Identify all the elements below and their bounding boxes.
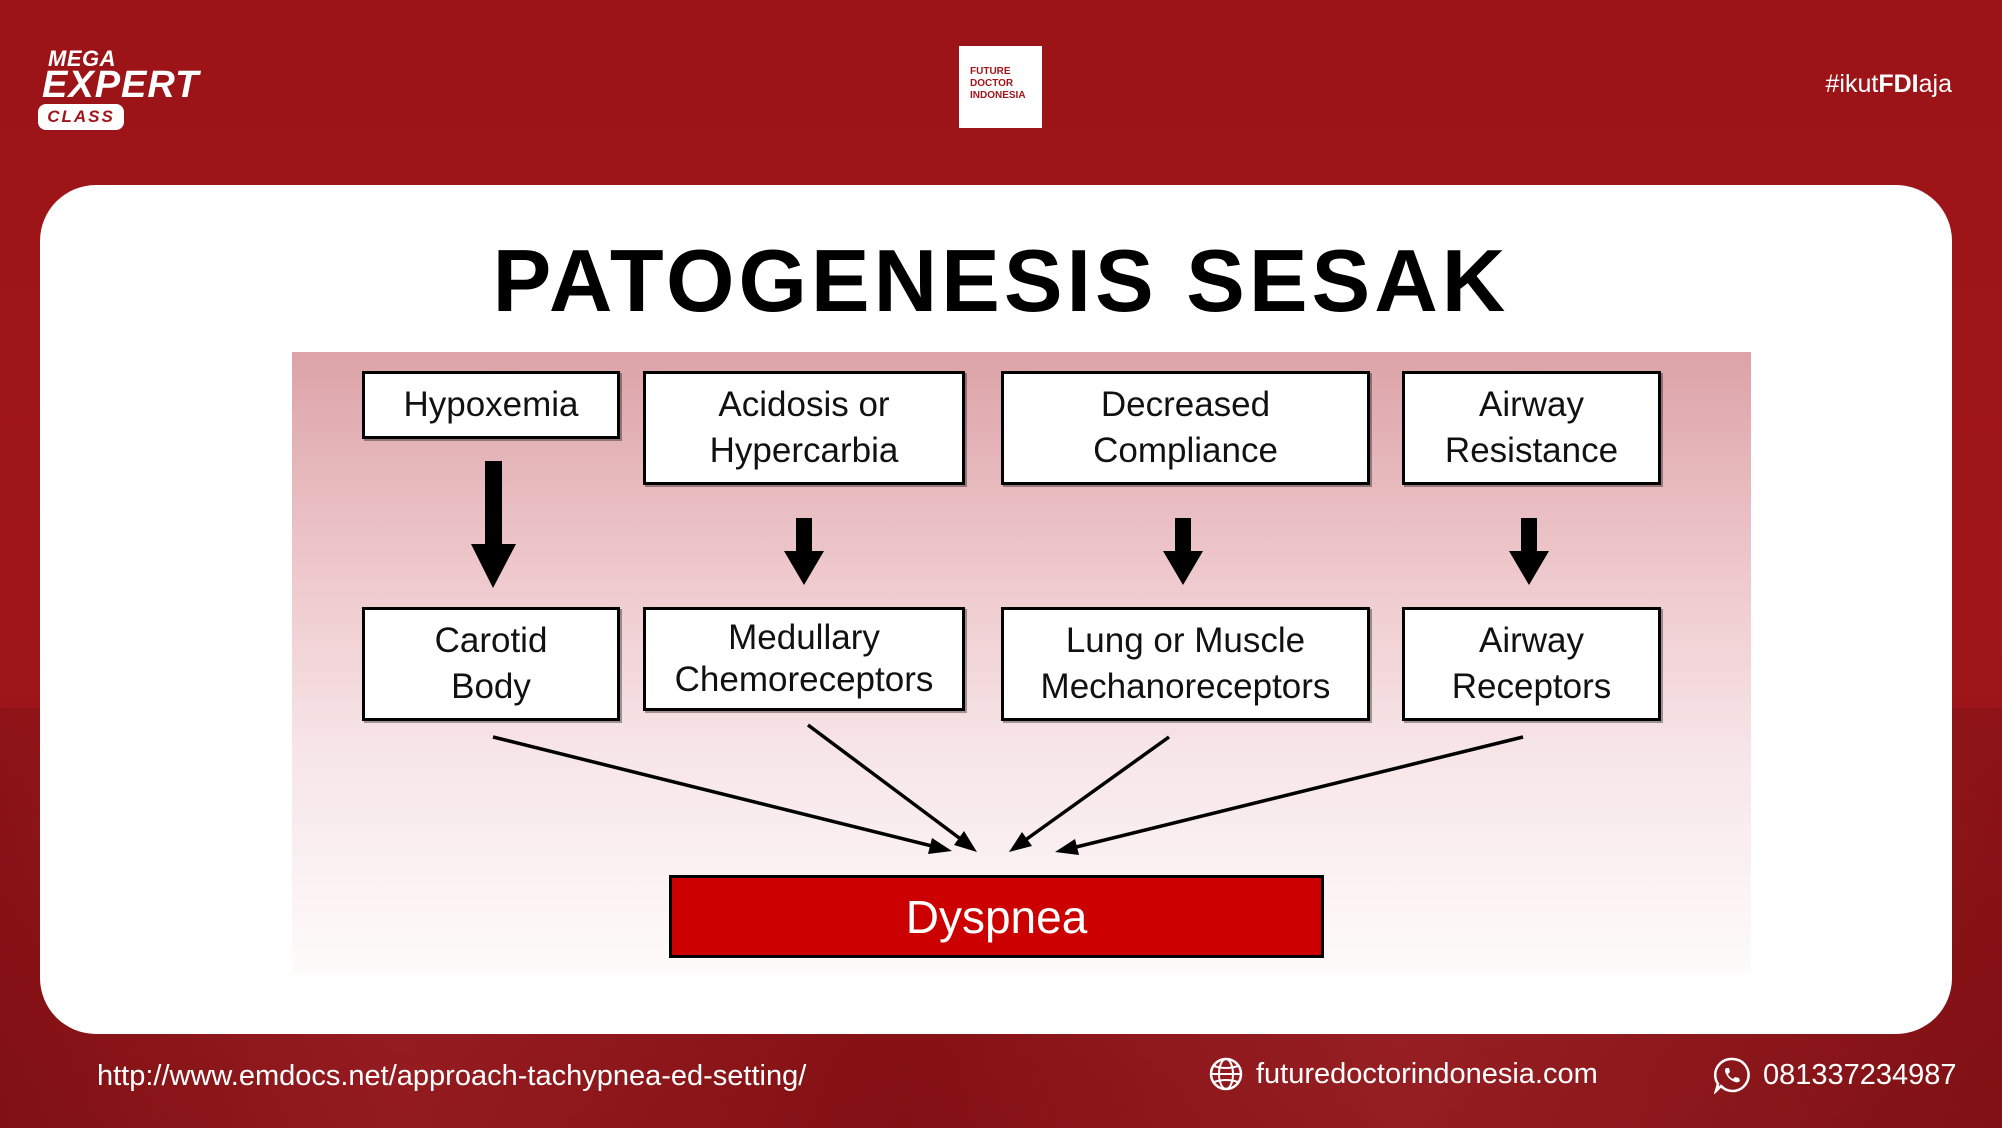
hashtag-prefix: #ikut <box>1825 70 1879 98</box>
box-carotid-body: Carotid Body <box>362 607 620 721</box>
fdi-logo-line3: INDONESIA <box>970 90 1026 101</box>
box-resistance-line1: Airway <box>1478 385 1584 424</box>
logo-class-badge: CLASS <box>38 104 124 130</box>
website-text: futuredoctorindonesia.com <box>1256 1057 1598 1090</box>
globe-icon <box>1209 1057 1243 1091</box>
box-airway-resistance: Airway Resistance <box>1402 371 1661 485</box>
box-compliance-line1: Decreased <box>1100 385 1271 424</box>
box-carotid-line1: Carotid <box>434 621 548 660</box>
phone-contact[interactable]: 081337234987 <box>1713 1056 1957 1094</box>
box-decreased-compliance: Decreased Compliance <box>1001 371 1370 485</box>
logo-expert-text: EXPERT <box>42 64 200 106</box>
logo-mega-text: MEGA <box>48 46 116 71</box>
box-acidosis-line2: Hypercarbia <box>709 431 899 470</box>
hashtag-bold: FDI <box>1878 70 1919 98</box>
box-medullary-line2: Chemoreceptors <box>674 660 934 699</box>
box-acidosis-hypercarbia: Acidosis or Hypercarbia <box>643 371 965 485</box>
source-url-link[interactable]: http://www.emdocs.net/approach-tachypnea… <box>97 1060 807 1092</box>
future-doctor-indonesia-logo: FUTURE DOCTOR INDONESIA <box>959 46 1042 128</box>
box-acidosis-line1: Acidosis or <box>718 385 890 424</box>
dyspnea-label: Dyspnea <box>905 890 1088 943</box>
fdi-logo-line2: DOCTOR <box>970 78 1014 89</box>
box-compliance-line2: Compliance <box>1093 431 1278 470</box>
box-mechano-line1: Lung or Muscle <box>1065 621 1306 660</box>
hashtag: #ikutFDIaja <box>1826 70 1952 99</box>
mega-expert-class-logo: MEGA EXPERT CLASS <box>38 46 198 132</box>
box-resistance-line2: Resistance <box>1444 431 1619 470</box>
box-hypoxemia: Hypoxemia <box>362 371 620 439</box>
phone-number: 081337234987 <box>1763 1058 1957 1091</box>
box-hypoxemia-line1: Hypoxemia <box>403 385 579 424</box>
box-medullary-chemoreceptors: Medullary Chemoreceptors <box>643 607 965 711</box>
hashtag-suffix: aja <box>1918 70 1952 98</box>
box-receptors-line2: Receptors <box>1451 667 1612 706</box>
whatsapp-icon <box>1713 1057 1750 1094</box>
box-receptors-line1: Airway <box>1478 621 1585 660</box>
box-mechano-line2: Mechanoreceptors <box>1040 667 1331 706</box>
box-airway-receptors: Airway Receptors <box>1402 607 1661 721</box>
slide-title: PATOGENESIS SESAK <box>492 231 1510 330</box>
website-link[interactable]: futuredoctorindonesia.com <box>1208 1056 1598 1092</box>
box-medullary-line1: Medullary <box>728 618 880 657</box>
box-carotid-line2: Body <box>451 667 531 706</box>
box-dyspnea: Dyspnea <box>669 875 1324 958</box>
fdi-logo-line1: FUTURE <box>970 66 1011 77</box>
box-lung-muscle-mechanoreceptors: Lung or Muscle Mechanoreceptors <box>1001 607 1370 721</box>
